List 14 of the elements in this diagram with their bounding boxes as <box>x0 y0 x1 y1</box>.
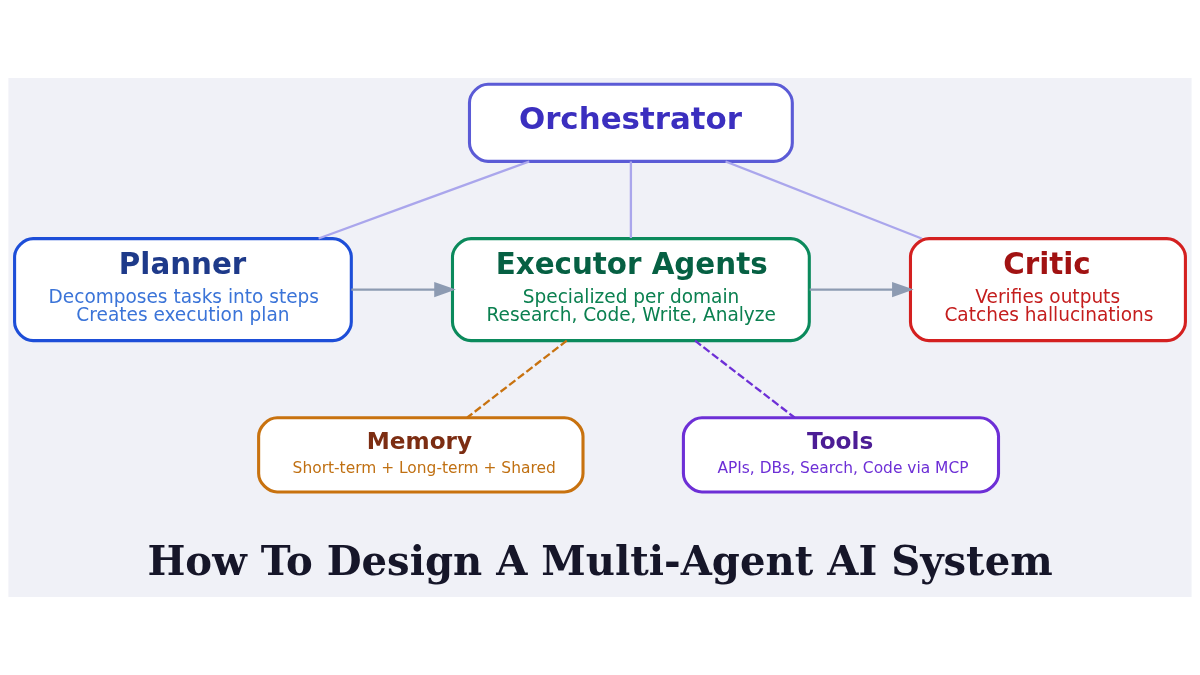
connector <box>466 339 568 419</box>
node-box: Tools APIs, DBs, Search, Code via MCP <box>681 416 1001 494</box>
node-box: Critic Verifies outputs Catches hallucinations <box>908 237 1187 343</box>
connector <box>629 161 633 238</box>
arrow <box>351 282 456 298</box>
node-box: Planner Decomposes tasks into steps Creates execution plan <box>13 237 353 343</box>
node-box: Orchestrator <box>467 82 794 163</box>
node-box: Executor Agents Specialized per domain Research, Code, Write, Analyze <box>450 237 811 343</box>
connector <box>725 160 923 240</box>
connector <box>318 160 530 240</box>
diagram-title: How To Design A Multi-Agent AI System <box>147 537 1053 585</box>
node-box: Memory Short-term + Long-term + Shared <box>257 416 585 494</box>
connector <box>694 339 796 419</box>
arrow <box>809 282 914 298</box>
